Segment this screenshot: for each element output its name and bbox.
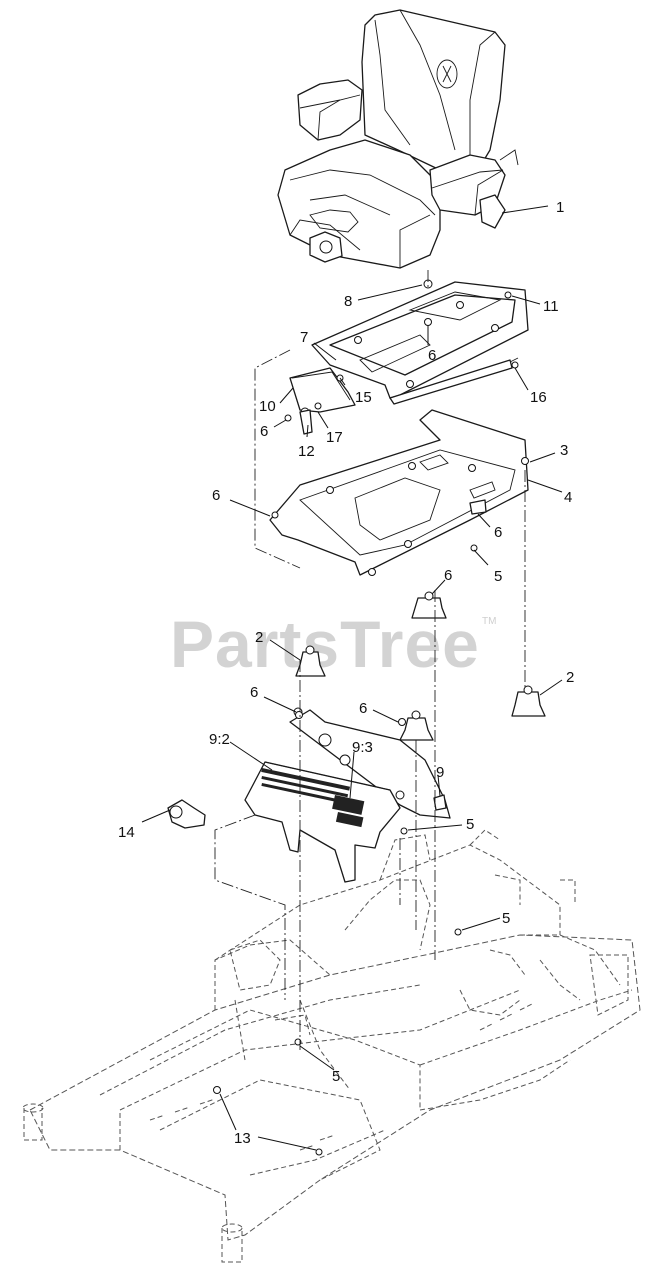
callout-1: 1	[556, 199, 564, 216]
callout-10: 10	[259, 398, 276, 415]
callout-6-panel-right: 6	[359, 700, 367, 717]
small-hardware	[167, 279, 529, 1156]
callout-15: 15	[355, 389, 372, 406]
assembly-phantom-lines	[214, 270, 526, 1050]
seat-assembly	[277, 9, 519, 269]
callout-6-latch: 6	[260, 423, 268, 440]
callout-9: 9	[436, 764, 444, 781]
callout-14: 14	[118, 824, 135, 841]
isolator-mounts	[293, 591, 546, 741]
callout-5-frame: 5	[502, 910, 510, 927]
leader-lines	[141, 205, 563, 1151]
callout-5-bottom: 5	[332, 1068, 340, 1085]
callout-labels: 1 8 11 7 6 10 15 16 6 17 12 3 4 6 6 5 6 …	[118, 199, 574, 1147]
callout-5-panel: 5	[466, 816, 474, 833]
callout-6-top: 6	[428, 347, 436, 364]
seat-slide-plate	[311, 281, 529, 405]
callout-6-right: 6	[494, 524, 502, 541]
seat-mount-pan	[269, 409, 529, 576]
callout-11: 11	[543, 298, 559, 315]
tractor-frame	[22, 829, 641, 1263]
callout-2-right: 2	[566, 669, 574, 686]
latch-bracket	[284, 367, 356, 435]
callout-3: 3	[560, 442, 568, 459]
callout-17: 17	[326, 429, 343, 446]
callout-4: 4	[564, 489, 572, 506]
callout-6-left: 6	[212, 487, 220, 504]
callout-9-3: 9:3	[352, 739, 373, 756]
decal-9-3	[332, 795, 365, 828]
callout-8: 8	[344, 293, 352, 310]
callout-7: 7	[300, 329, 308, 346]
watermark: PartsTree TM	[170, 607, 496, 681]
callout-2-left: 2	[255, 629, 263, 646]
control-panel	[244, 709, 451, 883]
callout-13: 13	[234, 1130, 251, 1147]
watermark-trademark: TM	[482, 616, 496, 627]
callout-6-panel-left: 6	[250, 684, 258, 701]
callout-9-2: 9:2	[209, 731, 230, 748]
decal-9-2	[261, 768, 351, 804]
callout-16: 16	[530, 389, 547, 406]
watermark-text: PartsTree	[170, 607, 480, 681]
callout-5-pan: 5	[494, 568, 502, 585]
callout-6-mount: 6	[444, 567, 452, 584]
callout-12: 12	[298, 443, 315, 460]
